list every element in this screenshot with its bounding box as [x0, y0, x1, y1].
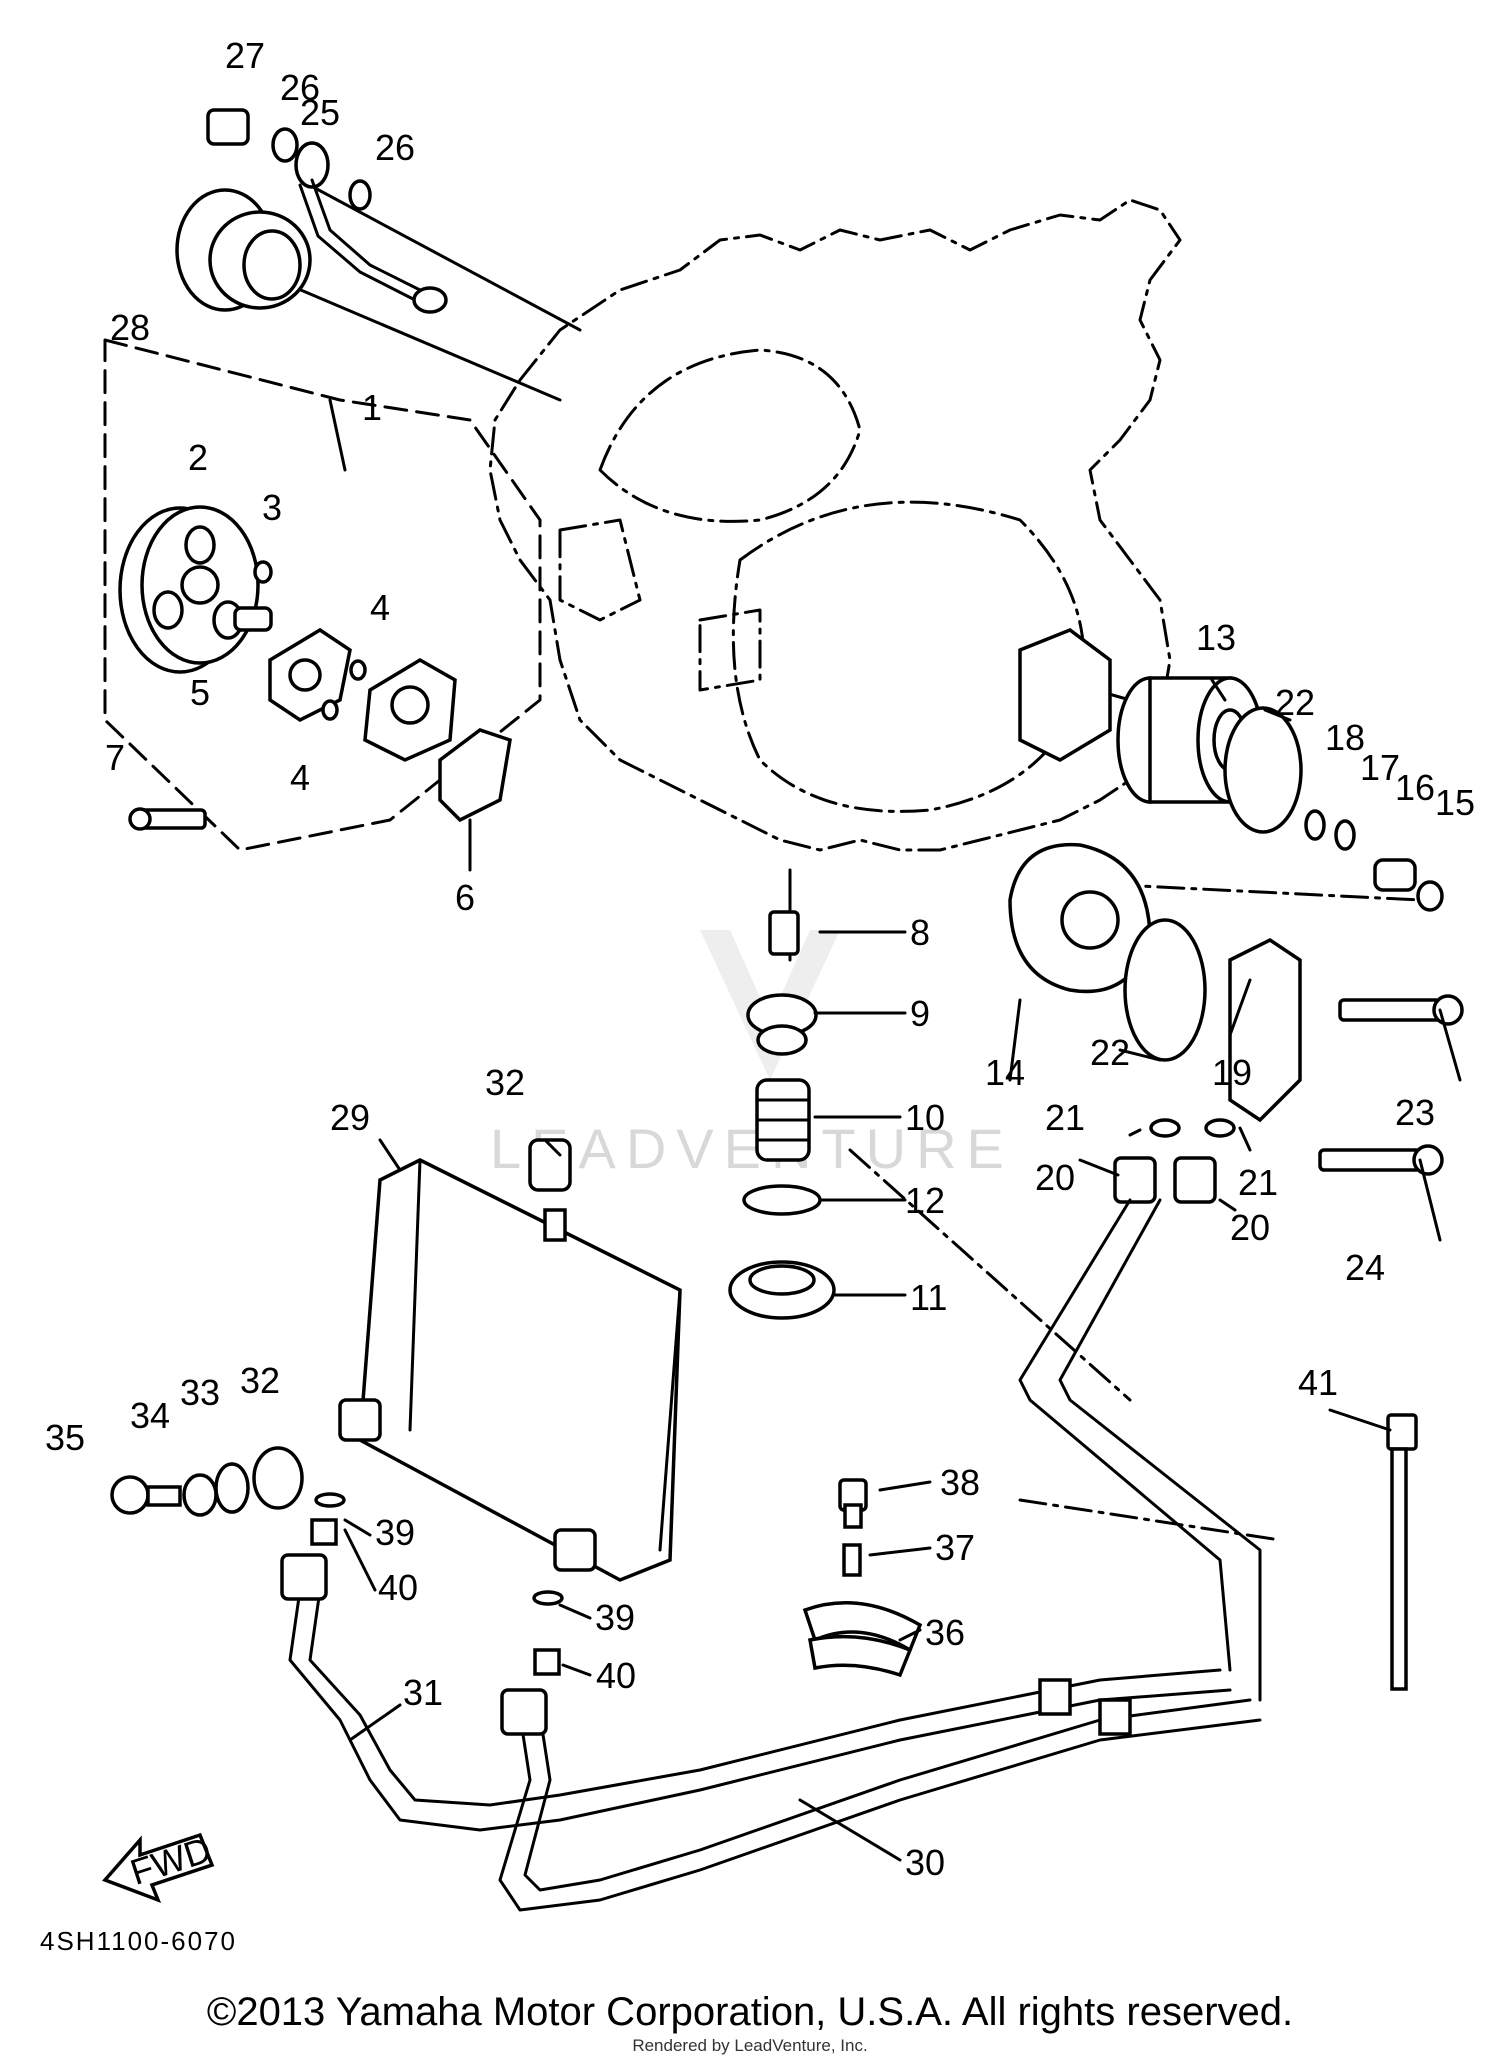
callout-40a: 40: [378, 1567, 418, 1608]
callout-11: 11: [910, 1277, 947, 1318]
oil-delivery-pipe: [206, 108, 448, 314]
cable-tie: [1386, 1413, 1418, 1691]
callout-20a: 20: [1035, 1157, 1075, 1198]
callout-24: 24: [1345, 1247, 1385, 1288]
callout-14: 14: [985, 1052, 1025, 1093]
callout-7: 7: [105, 737, 125, 778]
callout-6: 6: [455, 877, 475, 918]
callout-26b: 26: [375, 127, 415, 168]
callout-41: 41: [1298, 1362, 1338, 1403]
callout-4b: 4: [290, 757, 310, 798]
callout-21a: 21: [1045, 1097, 1085, 1138]
fwd-label: FWD: [125, 1829, 216, 1893]
callout-20b: 20: [1230, 1207, 1270, 1248]
callout-5: 5: [190, 672, 210, 713]
callout-31: 31: [403, 1672, 443, 1713]
callout-19: 19: [1212, 1052, 1252, 1093]
oil-cooler: [110, 1138, 682, 1676]
callout-8: 8: [910, 912, 930, 953]
callout-16: 16: [1395, 767, 1435, 808]
callout-32a: 32: [485, 1062, 525, 1103]
callout-27: 27: [225, 35, 265, 76]
drive-gear: [175, 188, 312, 312]
callout-22a: 22: [1275, 682, 1315, 723]
callout-leaders: [343, 678, 1462, 1862]
callout-38: 38: [940, 1462, 980, 1503]
callout-12: 12: [905, 1180, 945, 1221]
callout-10: 10: [905, 1097, 945, 1138]
hose-clamp: [802, 1478, 923, 1678]
callout-1: 1: [362, 387, 382, 428]
callout-4a: 4: [370, 587, 390, 628]
callout-32b: 32: [240, 1360, 280, 1401]
oil-pump-group-box: [103, 338, 542, 852]
callout-23: 23: [1395, 1092, 1435, 1133]
callouts: 27 26 25 26 28 1 2 3 4 5 4 7 6 13 22 18 …: [40, 35, 1475, 1956]
callout-25: 25: [300, 92, 340, 133]
callout-34: 34: [130, 1395, 170, 1436]
callout-22b: 22: [1090, 1032, 1130, 1073]
copyright-notice: ©2013 Yamaha Motor Corporation, U.S.A. A…: [206, 1990, 1294, 2034]
callout-36: 36: [925, 1612, 965, 1653]
callout-13: 13: [1196, 617, 1236, 658]
watermark: LEADVENTURE: [490, 930, 1014, 1180]
relief-valve-parts: [728, 910, 836, 1320]
callout-17: 17: [1360, 747, 1400, 788]
diagram-code: 4SH1100-6070: [40, 1926, 237, 1956]
callout-33: 33: [180, 1372, 220, 1413]
callout-15: 15: [1435, 782, 1475, 823]
crankcase-cover: [488, 198, 1182, 852]
watermark-text: LEADVENTURE: [490, 1117, 1014, 1180]
callout-39b: 39: [595, 1597, 635, 1638]
callout-3: 3: [262, 487, 282, 528]
oil-pump-gear: [118, 505, 273, 674]
callout-39a: 39: [375, 1512, 415, 1553]
rendered-by-text: Rendered by LeadVenture, Inc.: [632, 2036, 868, 2055]
callout-37: 37: [935, 1527, 975, 1568]
callout-35: 35: [45, 1417, 85, 1458]
forward-arrow: FWD: [102, 1829, 216, 1904]
oil-pump-body: [128, 627, 512, 831]
callout-29: 29: [330, 1097, 370, 1138]
callout-26a: 26: [280, 67, 320, 108]
callout-9: 9: [910, 993, 930, 1034]
callout-2: 2: [188, 437, 208, 478]
callout-21b: 21: [1238, 1162, 1278, 1203]
callout-40b: 40: [596, 1655, 636, 1696]
oil-cooler-hoses: [280, 1198, 1262, 1912]
callout-18: 18: [1325, 717, 1365, 758]
callout-30: 30: [905, 1842, 945, 1883]
callout-28: 28: [110, 307, 150, 348]
